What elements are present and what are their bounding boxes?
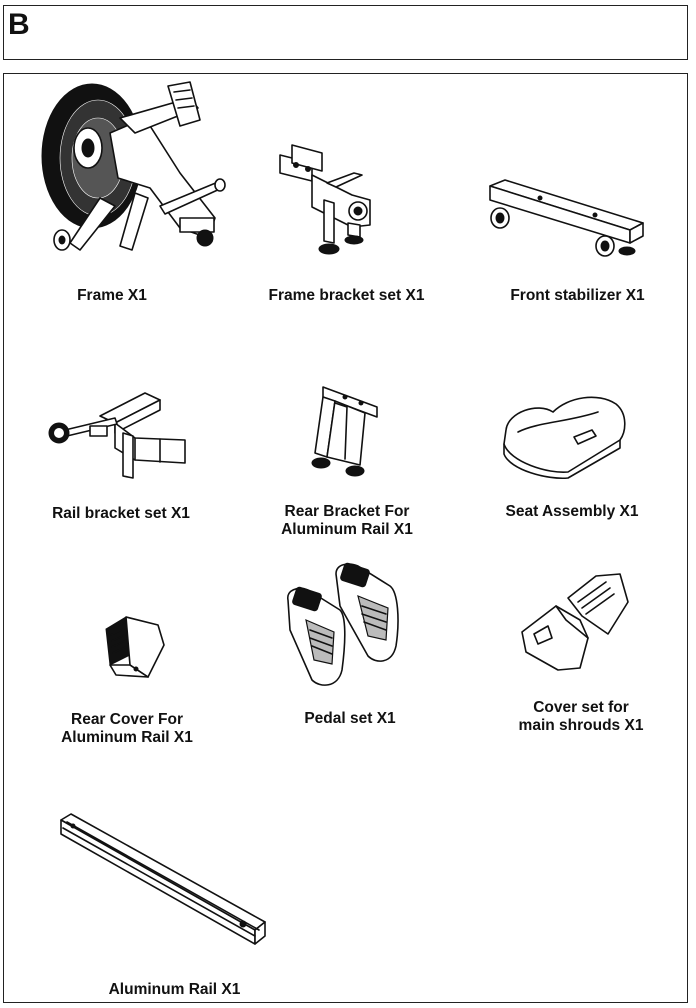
part-label-rear-cover-line2: Aluminum Rail X1 [61, 729, 193, 746]
seat-icon [503, 396, 626, 480]
part-label-pedal: Pedal set X1 [304, 710, 396, 727]
rear-bracket-icon [311, 386, 378, 477]
part-label-seat: Seat Assembly X1 [505, 503, 639, 520]
rower-frame-icon [41, 81, 226, 251]
shroud-cover-icon [521, 573, 629, 671]
part-label-frame-bracket: Frame bracket set X1 [268, 287, 425, 304]
part-label-rear-bracket-line1: Rear Bracket For [284, 503, 410, 520]
part-label-aluminum-rail: Aluminum Rail X1 [108, 981, 241, 998]
part-label-front-stabilizer: Front stabilizer X1 [510, 287, 645, 304]
part-label-rear-cover-line1: Rear Cover For [71, 711, 183, 728]
pedal-icon [287, 562, 399, 686]
rear-cover-icon [105, 616, 165, 678]
part-label-rear-bracket-line2: Aluminum Rail X1 [281, 521, 413, 538]
aluminum-rail-icon [60, 813, 266, 945]
rail-bracket-icon [48, 392, 186, 479]
part-label-frame: Frame X1 [77, 287, 147, 304]
part-label-shroud-cover-line1: Cover set for [533, 699, 629, 716]
front-stabilizer-icon [489, 179, 644, 257]
parts-list [3, 73, 688, 1003]
part-label-shroud-cover-line2: main shrouds X1 [518, 717, 644, 734]
section-letter: B [8, 8, 30, 41]
part-label-rail-bracket: Rail bracket set X1 [52, 505, 190, 522]
section-header: B [3, 5, 688, 60]
frame-bracket-icon [279, 144, 371, 255]
